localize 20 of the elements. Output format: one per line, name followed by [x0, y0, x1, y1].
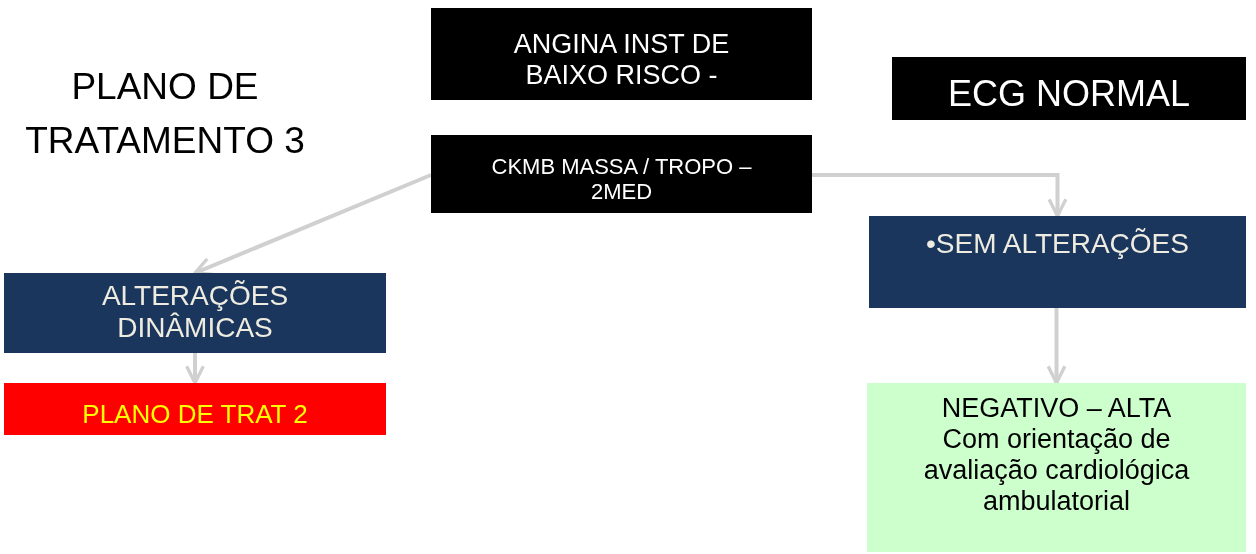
result-box — [869, 216, 1246, 308]
node-text: Com orientação de avaliação cardiológica ambulatorial — [922, 424, 1191, 518]
process-box — [892, 57, 1246, 120]
diagram-title: PLANO DE TRATAMENTO 3 — [24, 65, 306, 163]
node-text: PLANO DE TRAT 2 — [82, 399, 308, 430]
process-box — [431, 135, 812, 213]
node-text: ANGINA INST DE BAIXO RISCO - — [512, 28, 731, 92]
node-text: ECG NORMAL — [947, 72, 1190, 115]
outcome-box — [867, 383, 1246, 552]
arrow — [193, 173, 432, 276]
node-text: ALTERAÇÕES DINÂMICAS — [100, 280, 290, 345]
arrow — [185, 353, 205, 385]
arrow — [1046, 308, 1067, 385]
arrow — [812, 173, 1068, 218]
result-box — [4, 273, 386, 353]
node-text: CKMB MASSA / TROPO – 2MED — [490, 153, 753, 205]
node-text: •SEM ALTERAÇÕES — [926, 228, 1189, 261]
process-box — [431, 8, 812, 100]
plan-box — [4, 383, 386, 435]
node-text: NEGATIVO – ALTA — [941, 393, 1172, 425]
